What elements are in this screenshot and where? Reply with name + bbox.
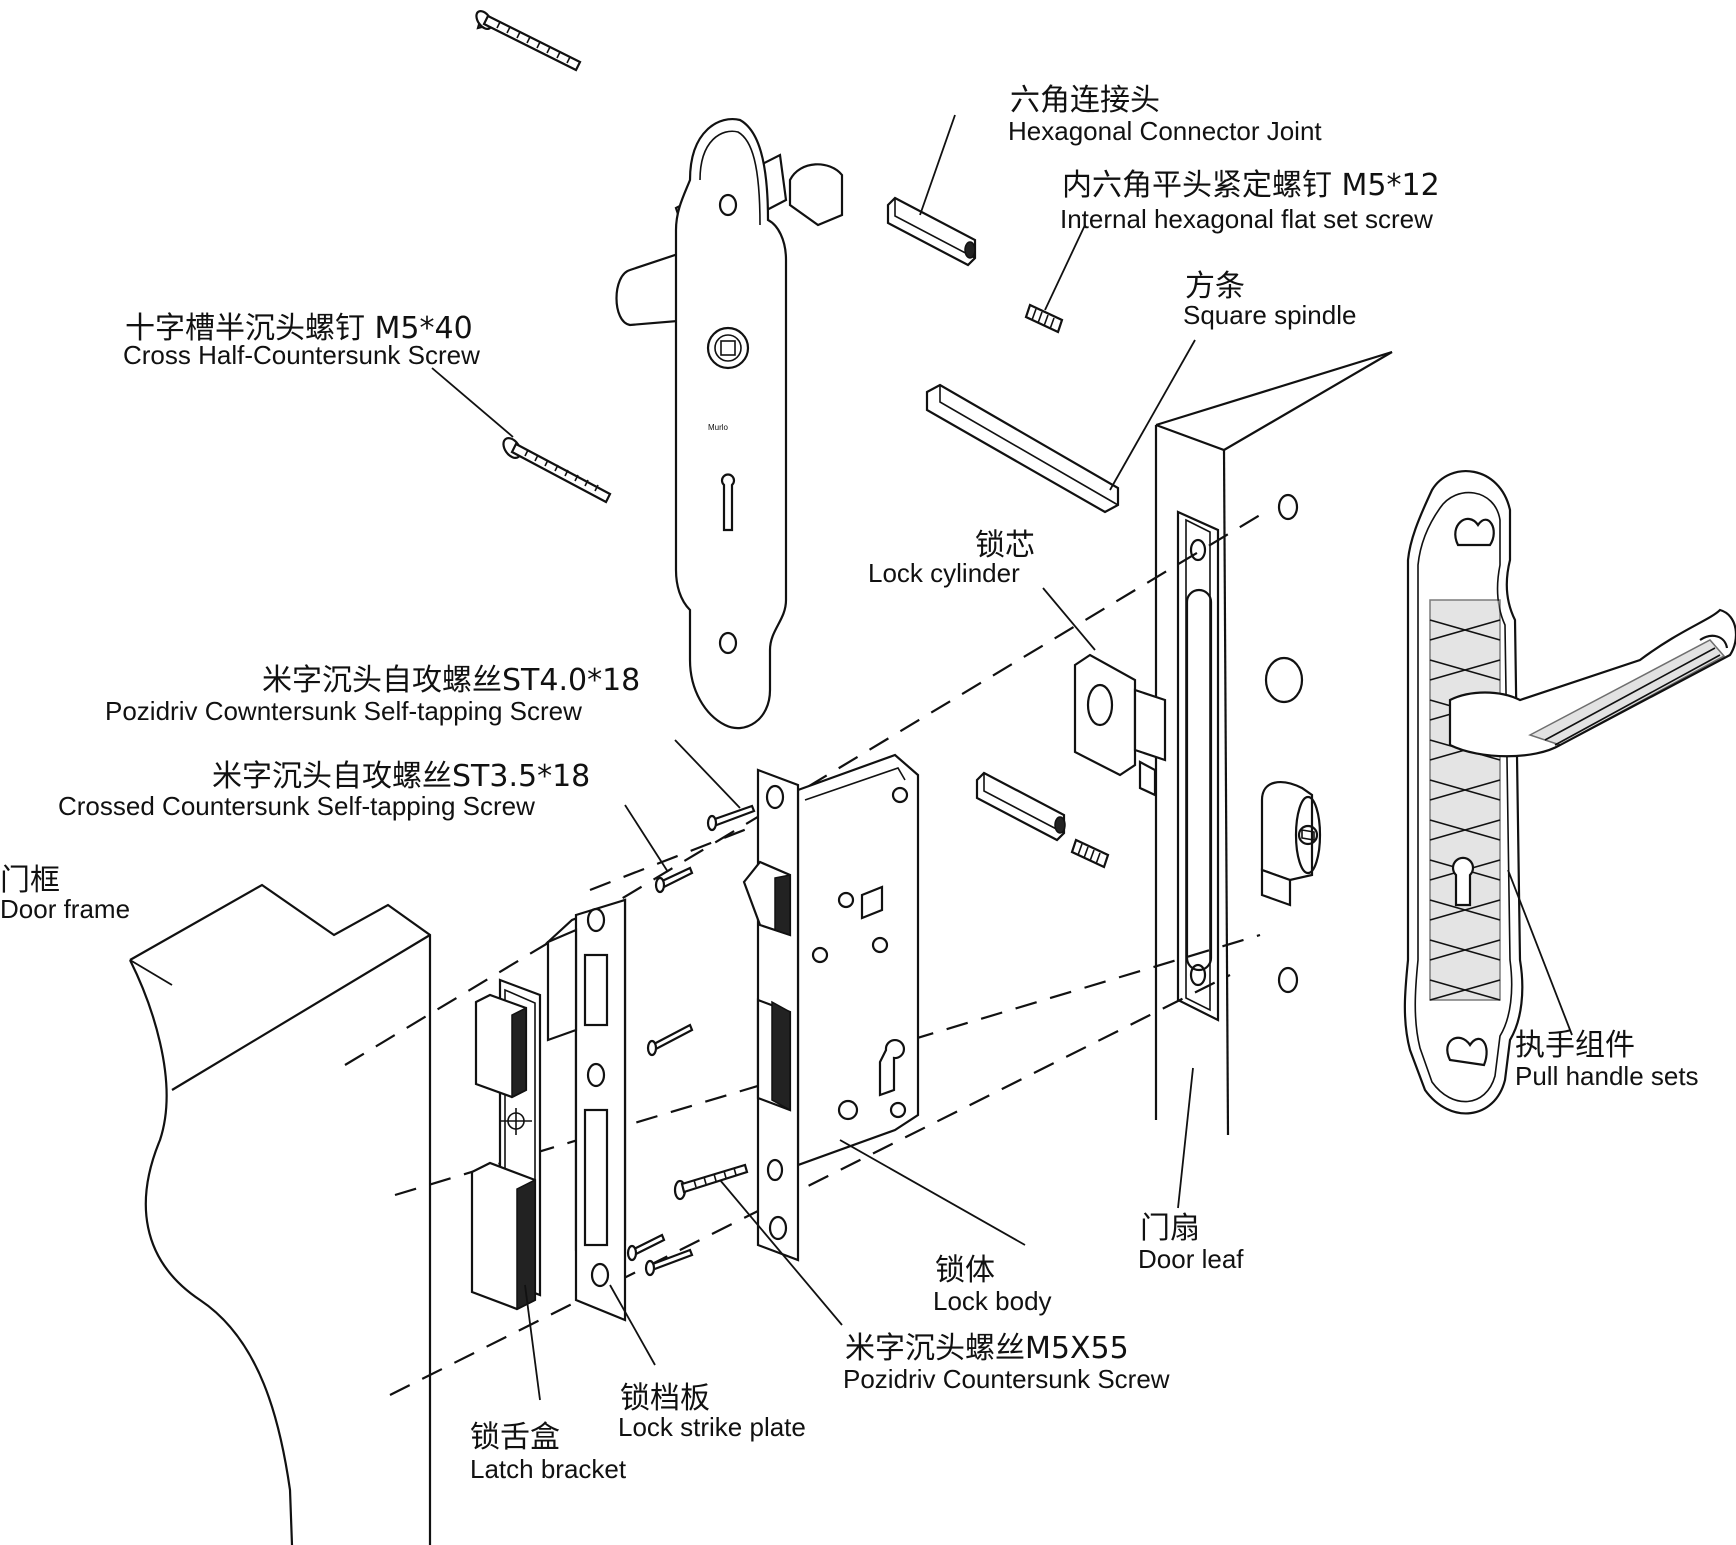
label-zh: 内六角平头紧定螺钉 M5*12 (1062, 168, 1440, 203)
crossed-st35-screws (626, 866, 694, 1262)
label-zh: 锁档板 (620, 1381, 710, 1416)
door-leaf (1154, 350, 1393, 1136)
square-spindle (925, 383, 1120, 514)
leader-lines (129, 114, 1573, 1401)
label-hex-connector: 六角连接头 Hexagonal Connector Joint (1008, 83, 1322, 146)
pozidriv-st40-screws (644, 804, 756, 1277)
label-en: Pull handle sets (1515, 1061, 1699, 1091)
label-zh: 门扇 (1140, 1211, 1200, 1246)
label-zh: 锁体 (935, 1253, 995, 1288)
label-door-leaf: 门扇 Door leaf (1138, 1211, 1244, 1274)
label-zh: 锁芯 (975, 528, 1035, 563)
label-en: Hexagonal Connector Joint (1008, 116, 1322, 146)
label-lock-body: 锁体 Lock body (933, 1253, 1052, 1316)
back-handle-plate: Murlo (615, 118, 844, 730)
label-en: Pozidriv Countersunk Screw (843, 1364, 1170, 1394)
cross-half-countersunk-screw (502, 437, 612, 504)
label-zh: 十字槽半沉头螺钉 M5*40 (125, 311, 473, 346)
internal-hex-set-screw (1024, 303, 1110, 869)
label-st35-screw: 米字沉头自攻螺丝ST3.5*18 Crossed Countersunk Sel… (58, 759, 590, 821)
lock-cylinder (1073, 653, 1322, 907)
label-en: Lock body (933, 1286, 1052, 1316)
label-zh: 米字沉头螺丝M5X55 (845, 1331, 1129, 1366)
label-square-spindle: 方条 Square spindle (1183, 269, 1356, 330)
label-latch-bracket: 锁舌盒 Latch bracket (470, 1420, 627, 1484)
door-frame (129, 883, 432, 1545)
label-zh: 执手组件 (1515, 1028, 1635, 1063)
lock-strike-plate (544, 898, 627, 1322)
top-long-screw (475, 10, 582, 72)
label-zh: 米字沉头自攻螺丝ST4.0*18 (262, 663, 640, 698)
latch-bracket (470, 978, 542, 1311)
label-en: Door leaf (1138, 1244, 1244, 1274)
label-cross-screw: 十字槽半沉头螺钉 M5*40 Cross Half-Countersunk Sc… (123, 311, 480, 370)
label-set-screw: 内六角平头紧定螺钉 M5*12 Internal hexagonal flat … (1060, 168, 1440, 234)
label-en: Door frame (0, 894, 130, 924)
label-en: Crossed Countersunk Self-tapping Screw (58, 791, 535, 821)
label-en: Cross Half-Countersunk Screw (123, 340, 480, 370)
label-en: Internal hexagonal flat set screw (1060, 204, 1433, 234)
pull-handle-set (1403, 469, 1736, 1115)
label-en: Square spindle (1183, 300, 1356, 330)
label-zh: 六角连接头 (1010, 83, 1160, 118)
label-pull-handle: 执手组件 Pull handle sets (1515, 1028, 1699, 1091)
label-lock-cylinder: 锁芯 Lock cylinder (868, 528, 1035, 588)
label-en: Lock cylinder (868, 558, 1020, 588)
label-door-frame: 门框 Door frame (0, 863, 130, 924)
label-en: Latch bracket (470, 1454, 627, 1484)
label-st40-screw: 米字沉头自攻螺丝ST4.0*18 Pozidriv Cowntersunk Se… (105, 663, 640, 726)
label-strike-plate: 锁档板 Lock strike plate (618, 1381, 806, 1442)
label-zh: 门框 (0, 863, 60, 898)
label-zh: 方条 (1185, 269, 1245, 304)
pozidriv-m5x55-screw (673, 1163, 749, 1201)
label-zh: 米字沉头自攻螺丝ST3.5*18 (212, 759, 590, 794)
label-zh: 锁舌盒 (470, 1420, 560, 1455)
label-m5x55-screw: 米字沉头螺丝M5X55 Pozidriv Countersunk Screw (843, 1331, 1170, 1394)
label-en: Pozidriv Cowntersunk Self-tapping Screw (105, 696, 582, 726)
brand-mark: Murlo (708, 423, 729, 432)
hexagonal-connector-joint (886, 196, 1066, 842)
lock-body (742, 753, 920, 1262)
label-en: Lock strike plate (618, 1412, 806, 1442)
